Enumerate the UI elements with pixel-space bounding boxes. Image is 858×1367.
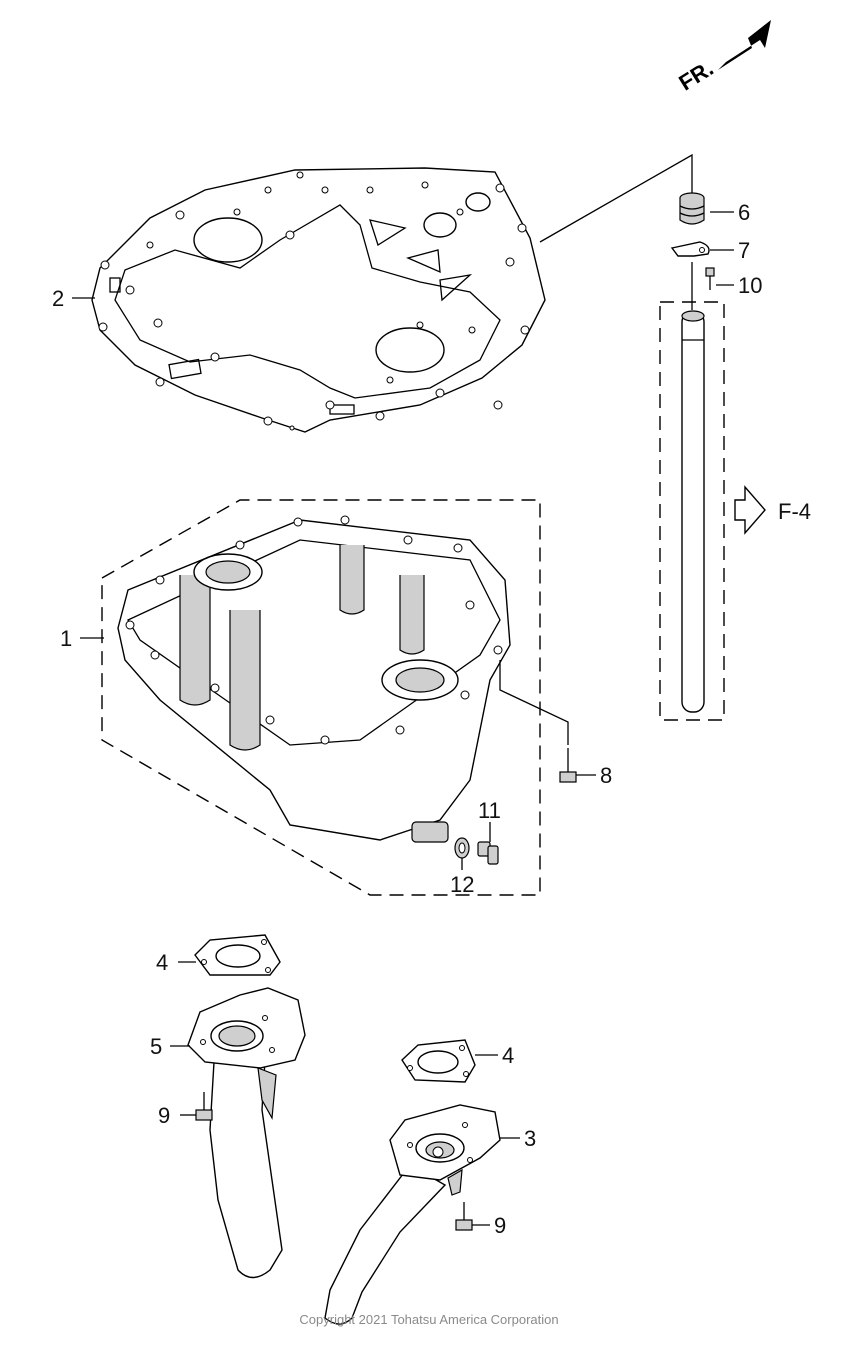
oil-strainer-hole-3 xyxy=(467,1157,473,1163)
callout-labels: 2 1 6 7 10 8 11 12 4 5 4 9 3 9 xyxy=(52,200,762,1238)
strainer-gasket-upper-bolt-hole-2 xyxy=(261,939,267,945)
reference-label: F-4 xyxy=(778,499,811,524)
oil-strainer-bracket xyxy=(447,1168,463,1196)
strainer-pipe-hole-2 xyxy=(262,1015,268,1021)
callout-4a: 4 xyxy=(156,950,168,975)
oil-pan-bolt-holes xyxy=(125,515,503,745)
strainer-pipe-bore-inner xyxy=(218,1025,256,1047)
gasket-part xyxy=(91,167,546,433)
front-arrow-icon xyxy=(718,20,771,70)
dipstick-group-outline xyxy=(659,301,725,721)
callout-1: 1 xyxy=(60,626,72,651)
strainer-gasket-right-bolt-hole-1 xyxy=(407,1065,413,1071)
pan-bolt-part xyxy=(499,660,577,783)
dipstick-clip xyxy=(670,241,710,257)
drain-plug-head xyxy=(487,845,499,865)
oil-pan-well-3 xyxy=(339,545,365,615)
strainer-gasket-upper-bolt-hole-3 xyxy=(265,967,271,973)
callout-3: 3 xyxy=(524,1126,536,1151)
callout-7: 7 xyxy=(738,238,750,263)
strainer-gasket-upper xyxy=(194,934,281,976)
front-label: FR. xyxy=(674,55,717,95)
copyright-notice: Copyright 2021 Tohatsu America Corporati… xyxy=(299,1312,559,1327)
strainer-bolt-left xyxy=(195,1092,213,1121)
strainer-gasket-upper-bolt-hole-1 xyxy=(201,959,207,965)
gasket-slot-3 xyxy=(109,277,121,293)
callout-2: 2 xyxy=(52,286,64,311)
callout-11: 11 xyxy=(478,798,501,823)
callout-10: 10 xyxy=(738,273,762,298)
strainer-pipe-hole-3 xyxy=(269,1047,275,1053)
callout-9a: 9 xyxy=(158,1103,170,1128)
drain-plug-part xyxy=(454,822,499,870)
oil-pan-well-4 xyxy=(399,575,425,655)
oil-strainer-tube xyxy=(324,1164,447,1325)
strainer-gasket-right-bolt-hole-3 xyxy=(463,1071,469,1077)
reference-arrow-icon xyxy=(734,485,766,535)
oil-strainer-hole-1 xyxy=(407,1142,413,1148)
strainer-gasket-upper-hole xyxy=(215,944,261,968)
oil-pan-drain-boss xyxy=(411,821,449,843)
front-direction-marker: FR. xyxy=(674,20,771,95)
strainer-pipe-tube xyxy=(209,1044,283,1279)
oil-pan-bore-right-inner xyxy=(395,667,445,693)
strainer-bolt-left-head xyxy=(195,1109,213,1121)
strainer-pipe-bracket xyxy=(257,1067,277,1120)
strainer-gasket-right-bolt-hole-2 xyxy=(459,1045,465,1051)
strainer-gasket-right-hole xyxy=(417,1050,459,1074)
oil-strainer-hole-2 xyxy=(462,1122,468,1128)
pan-bolt-head xyxy=(559,771,577,783)
callout-leaders xyxy=(72,211,734,1226)
gasket-port-small xyxy=(465,192,491,212)
gasket-cutout-2 xyxy=(439,273,473,302)
callout-4b: 4 xyxy=(502,1043,514,1068)
oil-pan-well-1 xyxy=(179,575,211,706)
drain-washer-hole xyxy=(458,842,466,854)
dipstick-tube xyxy=(681,311,705,713)
callout-5: 5 xyxy=(150,1034,162,1059)
leader-gasket-to-dipstick xyxy=(539,153,693,243)
gasket-cutout xyxy=(369,219,407,246)
strainer-pipe-part xyxy=(187,987,306,1279)
callout-8: 8 xyxy=(600,763,612,788)
callout-9b: 9 xyxy=(494,1213,506,1238)
gasket-cutout-3 xyxy=(406,249,441,274)
clip-bolt-head xyxy=(705,267,715,277)
callout-12: 12 xyxy=(450,872,474,897)
gasket-bolt-holes xyxy=(98,171,530,431)
gasket-bore-left-ring xyxy=(193,217,263,263)
oil-pan-part xyxy=(101,499,541,896)
leader-pan-bolt xyxy=(499,660,569,745)
gasket-port xyxy=(423,212,457,238)
dipstick-clip-hole xyxy=(699,247,705,253)
oil-pan-well-2 xyxy=(229,610,261,751)
reference-arrow: F-4 xyxy=(734,485,811,535)
strainer-gasket-right xyxy=(401,1039,476,1083)
dipstick-tube-top xyxy=(681,310,705,322)
dipstick-cap xyxy=(679,198,705,225)
dipstick-cap-ribs xyxy=(679,205,705,217)
gasket-bore-right-ring xyxy=(375,327,445,373)
oil-pan-group-outline xyxy=(101,499,541,896)
oil-strainer-center-hole xyxy=(432,1146,444,1158)
strainer-pipe-hole-1 xyxy=(200,1039,206,1045)
dipstick-assembly xyxy=(659,192,725,721)
oil-pan-bore-left-inner xyxy=(205,560,251,584)
oil-strainer-part xyxy=(324,1104,501,1325)
callout-6: 6 xyxy=(738,200,750,225)
strainer-bolt-right-head xyxy=(455,1219,473,1231)
strainer-bolt-right xyxy=(455,1202,473,1231)
gasket-slot xyxy=(168,358,202,380)
